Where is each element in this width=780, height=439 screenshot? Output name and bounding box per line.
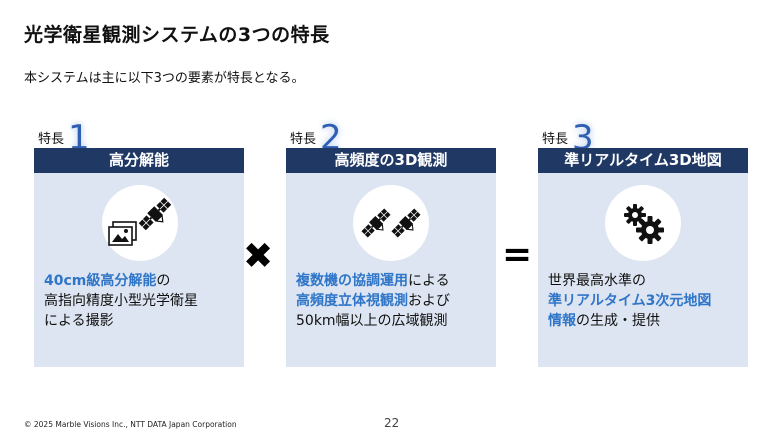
desc-line: 高指向精度小型光学衛星	[44, 291, 244, 311]
page-number: 22	[384, 416, 400, 430]
desc-plain: および	[408, 293, 450, 309]
feature-label-text: 特長	[290, 132, 317, 147]
desc-line: 50km幅以上の広域観測	[296, 311, 496, 331]
feature-2-icon-circle	[353, 185, 429, 261]
satellite-icon	[391, 208, 421, 238]
desc-plain: 世界最高水準の	[548, 273, 646, 289]
photo-icon	[108, 221, 137, 246]
desc-bold: 複数機の協調運用	[296, 273, 408, 289]
feature-1-heading: 高分解能	[34, 148, 244, 173]
desc-plain: の	[156, 273, 171, 289]
feature-2-description: 複数機の協調運用による 高頻度立体視観測および 50km幅以上の広域観測	[286, 271, 496, 331]
feature-2-heading: 高頻度の3D観測	[286, 148, 496, 173]
page-title: 光学衛星観測システムの3つの特長	[24, 24, 330, 46]
desc-line: 世界最高水準の	[548, 271, 748, 291]
feature-3-description: 世界最高水準の 準リアルタイム3次元地図 情報の生成・提供	[538, 271, 748, 331]
desc-line: 40cm級高分解能の	[44, 271, 244, 291]
satellite-icon	[138, 197, 172, 231]
feature-1-icon-circle	[102, 185, 178, 261]
multiply-operator: ✖	[243, 236, 274, 277]
feature-3-heading: 準リアルタイム3D地図	[538, 148, 748, 173]
desc-bold: 準リアルタイム3次元地図	[548, 293, 712, 309]
satellite-icon	[361, 208, 391, 238]
feature-label-text: 特長	[38, 132, 65, 147]
copyright-footer: © 2025 Marble Visions Inc., NTT DATA Jap…	[24, 420, 237, 429]
equals-operator: =	[502, 234, 533, 275]
page-subtitle: 本システムは主に以下3つの要素が特長となる。	[24, 71, 305, 86]
desc-line: 複数機の協調運用による	[296, 271, 496, 291]
desc-bold: 高頻度立体視観測	[296, 293, 408, 309]
feature-3-icon-circle	[605, 185, 681, 261]
desc-plain: による撮影	[44, 313, 114, 329]
feature-1-description: 40cm級高分解能の 高指向精度小型光学衛星 による撮影	[34, 271, 244, 331]
desc-line: 高頻度立体視観測および	[296, 291, 496, 311]
desc-plain: による	[408, 273, 450, 289]
desc-line: 情報の生成・提供	[548, 311, 748, 331]
feature-1-panel: 40cm級高分解能の 高指向精度小型光学衛星 による撮影	[34, 173, 244, 367]
feature-label-text: 特長	[542, 132, 569, 147]
desc-plain: 50km幅以上の広域観測	[296, 313, 448, 329]
gears-icon	[624, 204, 664, 244]
desc-plain: の生成・提供	[576, 313, 660, 329]
feature-3-panel: 世界最高水準の 準リアルタイム3次元地図 情報の生成・提供	[538, 173, 748, 367]
desc-bold: 40cm級高分解能	[44, 273, 157, 289]
feature-2-panel: 複数機の協調運用による 高頻度立体視観測および 50km幅以上の広域観測	[286, 173, 496, 367]
desc-line: による撮影	[44, 311, 244, 331]
desc-plain: 高指向精度小型光学衛星	[44, 293, 198, 309]
desc-line: 準リアルタイム3次元地図	[548, 291, 748, 311]
desc-bold: 情報	[548, 313, 576, 329]
